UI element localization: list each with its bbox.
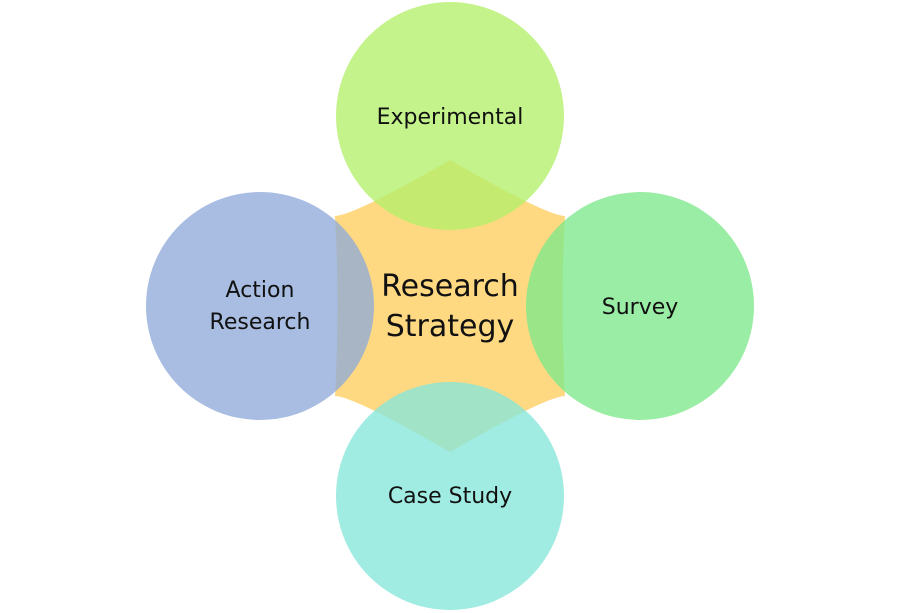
label-case-study: Case Study [388, 484, 512, 509]
label-action-research-line-2: Research [210, 310, 311, 335]
label-action-research-line-1: Action [226, 278, 295, 303]
circle-experimental [336, 2, 564, 230]
label-research-strategy-line-2: Strategy [386, 309, 515, 344]
label-survey: Survey [602, 295, 679, 320]
circle-action-research [146, 192, 374, 420]
center-shape-research-strategy [335, 160, 565, 452]
circle-case-study [336, 382, 564, 610]
circle-survey [526, 192, 754, 420]
label-experimental: Experimental [377, 105, 524, 130]
label-research-strategy-line-1: Research [381, 269, 519, 304]
